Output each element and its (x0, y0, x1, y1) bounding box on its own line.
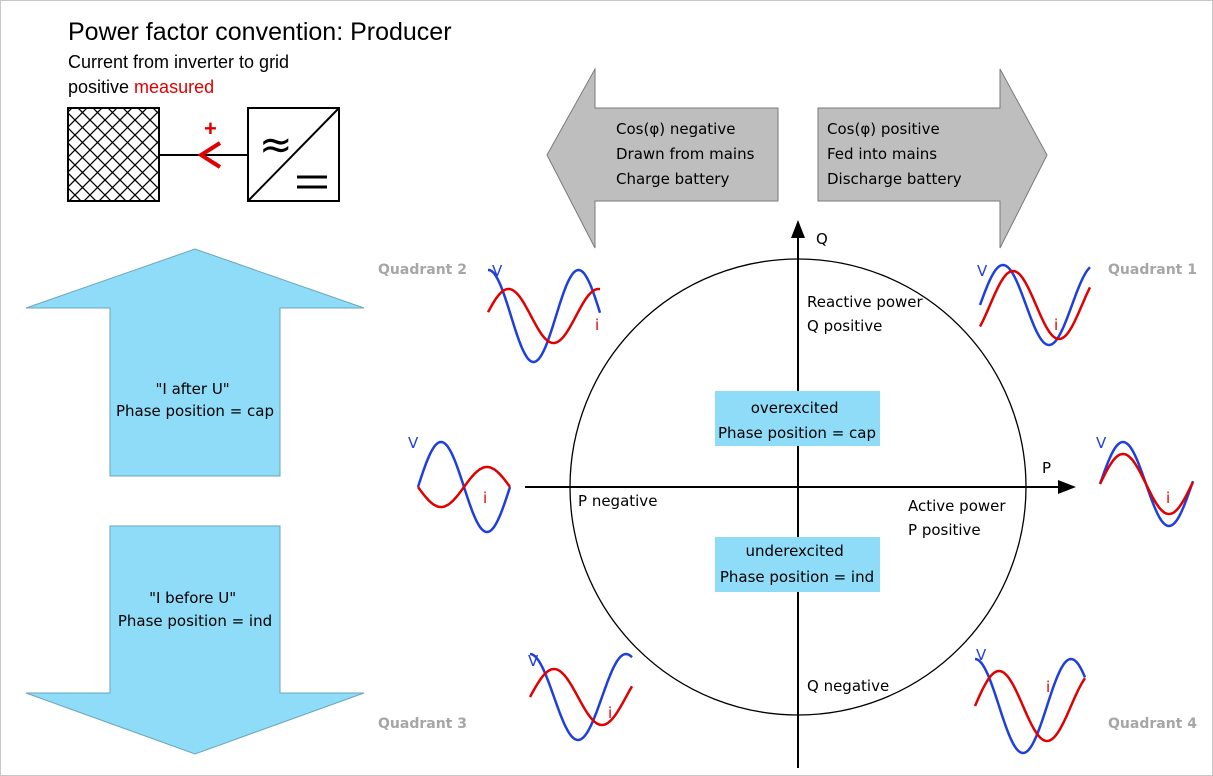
overexcited-line-1: overexcited (751, 399, 839, 417)
voltage-label-q2: V (492, 262, 503, 280)
left-arrow-text: Cos(φ) negative Drawn from mains Charge … (616, 120, 759, 188)
waveform-quadrant-4: Vi (973, 646, 1087, 755)
current-wave-q1 (978, 269, 1092, 341)
subtitle-line-1: Current from inverter to grid (68, 52, 289, 72)
waveform-quadrant-2: Vi (486, 262, 602, 364)
right-arrow-shape (817, 68, 1048, 249)
subtitle-prefix: positive (68, 77, 134, 97)
current-label-left: i (483, 489, 487, 507)
current-wave-q3 (528, 667, 634, 727)
voltage-label-right: V (1096, 434, 1107, 452)
underexcited-line-1: underexcited (745, 542, 843, 560)
quadrant-2-label: Quadrant 2 (378, 262, 467, 278)
waveform-right-axis: Vi (1096, 434, 1195, 528)
down-arrow-text: "I before U" Phase position = ind (118, 589, 272, 630)
reactive-power-label: Reactive power Q positive (807, 293, 927, 335)
active-power-label: Active power P positive (908, 497, 1010, 539)
current-wave-right (1098, 452, 1195, 516)
down-arrow-shape (25, 525, 365, 755)
current-label-q4: i (1046, 678, 1050, 696)
grid-inverter-symbol: + ≈ (67, 107, 340, 202)
voltage-label-q4: V (976, 646, 987, 664)
waveform-quadrant-1: Vi (977, 262, 1092, 347)
voltage-label-q1: V (977, 262, 988, 280)
reactive-power-line-2: Q positive (807, 317, 882, 335)
underexcited-line-2: Phase position = ind (720, 568, 874, 586)
current-label-q2: i (595, 316, 599, 334)
reactive-power-line-1: Reactive power (807, 293, 924, 311)
q-axis-arrowhead (791, 220, 805, 238)
current-wave-q2 (486, 287, 601, 345)
p-axis-label: P (1042, 459, 1051, 477)
voltage-wave-q4 (974, 657, 1087, 755)
waveform-left-axis: Vi (408, 434, 512, 534)
subtitle-highlight: measured (134, 77, 214, 97)
current-direction-arrow (197, 141, 222, 169)
underexcited-box (715, 537, 880, 592)
quadrant-1-label: Quadrant 1 (1108, 262, 1197, 278)
voltage-wave-q1 (978, 263, 1091, 347)
active-power-line-1: Active power (908, 497, 1006, 515)
left-arrow-line-3: Charge battery (616, 170, 729, 188)
left-arrow-line-1: Cos(φ) negative (616, 120, 735, 138)
active-power-line-2: P positive (908, 521, 981, 539)
grid-hatched-box (67, 107, 160, 202)
quadrant-4-label: Quadrant 4 (1108, 716, 1197, 732)
overexcited-box (715, 391, 880, 446)
waveform-quadrant-3: Vi (528, 652, 634, 742)
current-wave-q4 (973, 669, 1087, 743)
voltage-label-q3: V (528, 652, 539, 670)
left-arrow-line-2: Drawn from mains (616, 145, 755, 163)
overexcited-line-2: Phase position = cap (718, 424, 876, 442)
p-negative-label: P negative (578, 492, 657, 510)
left-arrow-shape (546, 67, 779, 249)
right-arrow-line-3: Discharge battery (827, 170, 962, 188)
voltage-label-left: V (408, 434, 419, 452)
ac-wave-symbol: ≈ (259, 122, 293, 168)
inverter-diagonal (247, 107, 340, 202)
up-arrow-shape (25, 248, 365, 477)
up-arrow-text: "I after U" Phase position = cap (116, 380, 274, 420)
underexcited-text: underexcited Phase position = ind (720, 542, 874, 586)
current-wave-left (416, 465, 512, 509)
page-title: Power factor convention: Producer (68, 18, 452, 46)
up-arrow-line-2: Phase position = cap (116, 402, 274, 420)
right-arrow-line-1: Cos(φ) positive (827, 120, 940, 138)
plus-sign: + (204, 116, 217, 141)
q-axis-label: Q (816, 230, 828, 248)
voltage-wave-q2 (488, 268, 602, 364)
right-arrow-line-2: Fed into mains (827, 145, 937, 163)
subtitle-line-2: positive measured (68, 77, 214, 97)
quadrant-3-label: Quadrant 3 (378, 716, 467, 732)
up-arrow-line-1: "I after U" (155, 380, 229, 398)
down-arrow-line-1: "I before U" (149, 589, 236, 607)
right-arrow-text: Cos(φ) positive Fed into mains Discharge… (827, 120, 962, 188)
down-arrow-line-2: Phase position = ind (118, 612, 272, 630)
voltage-wave-q3 (529, 652, 633, 742)
current-label-q3: i (608, 704, 612, 722)
current-label-q1: i (1054, 316, 1058, 334)
overexcited-text: overexcited Phase position = cap (718, 399, 876, 442)
q-negative-label: Q negative (807, 677, 889, 695)
current-label-right: i (1166, 489, 1170, 507)
p-axis-arrowhead (1058, 480, 1076, 494)
